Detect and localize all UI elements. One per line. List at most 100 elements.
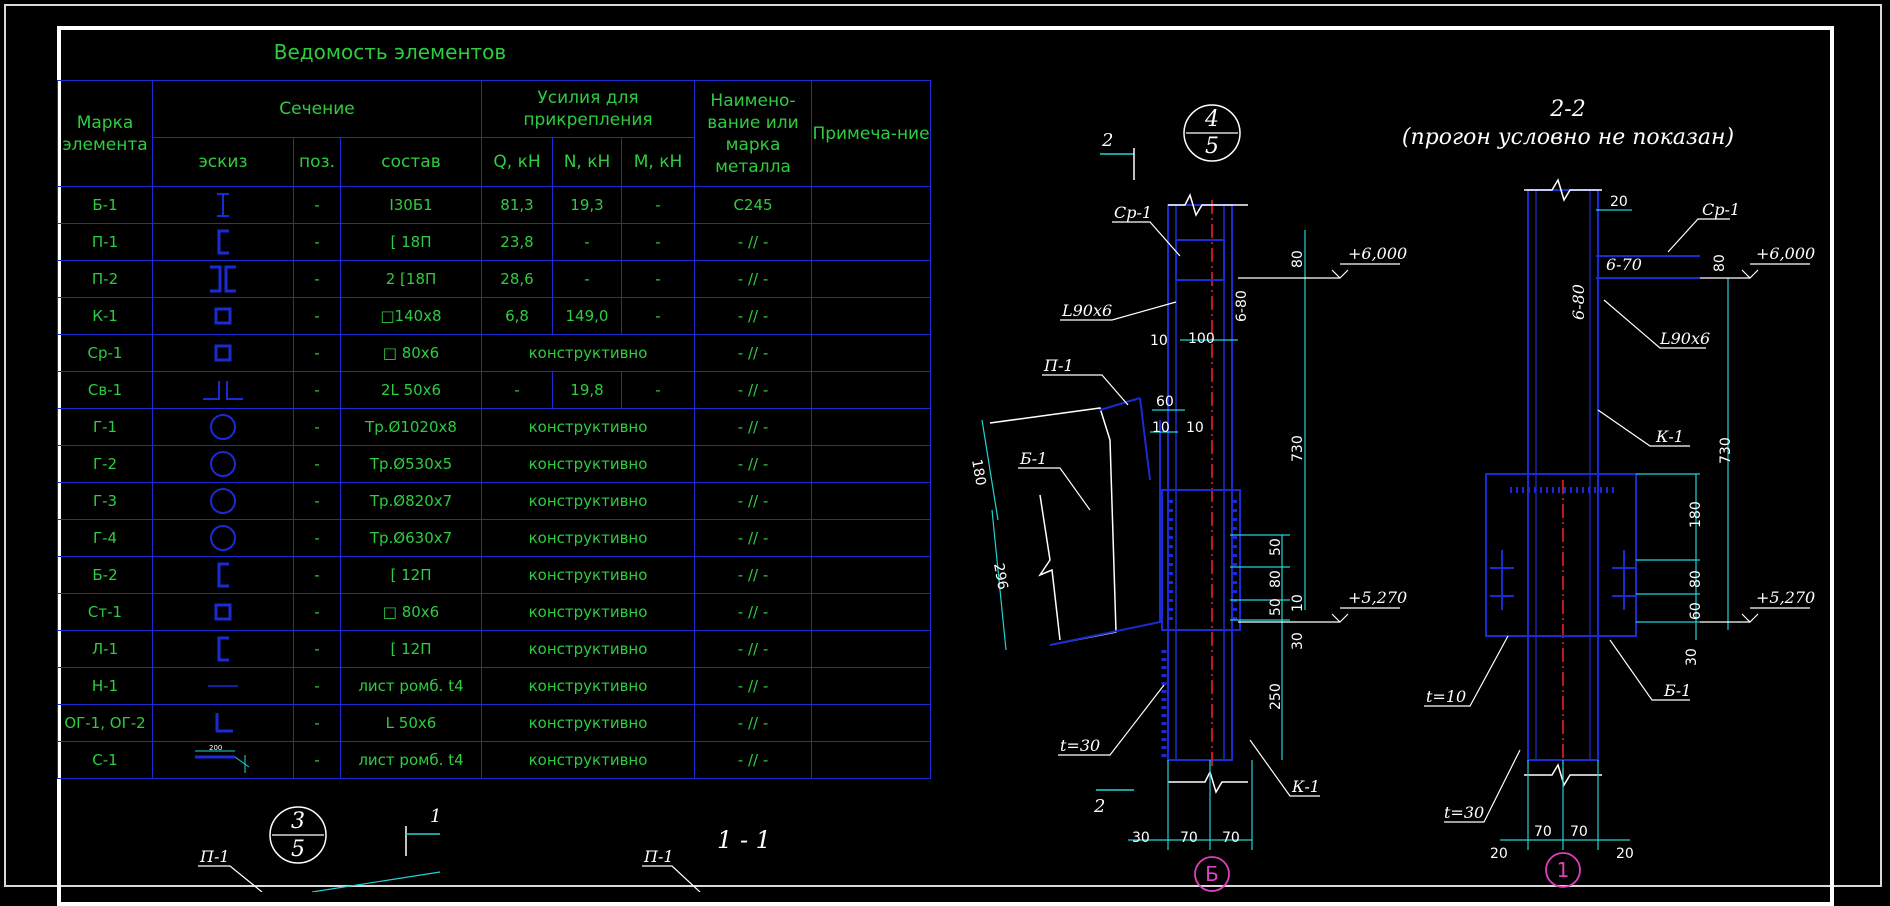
cell-m: - bbox=[621, 186, 695, 224]
cell-marka: Св-1 bbox=[57, 371, 153, 409]
cell-poz: - bbox=[293, 741, 341, 779]
axis-b-label: Б bbox=[1205, 862, 1219, 886]
cell-usiliya: конструктивно bbox=[481, 334, 695, 372]
section-2-2-title: 2-2 bbox=[1549, 97, 1585, 122]
svg-text:80: 80 bbox=[1688, 570, 1704, 588]
cell-prim bbox=[811, 667, 931, 705]
i-beam-icon bbox=[152, 186, 294, 224]
section-1-1-title: 1 - 1 bbox=[717, 826, 771, 854]
svg-text:10: 10 bbox=[1186, 420, 1204, 436]
cell-sostav: L 50х6 bbox=[340, 704, 482, 742]
label-b1-2: Б-1 bbox=[1663, 681, 1691, 700]
label-t30-2: t=30 bbox=[1444, 803, 1484, 822]
cell-usiliya: конструктивно bbox=[481, 704, 695, 742]
label-6-80-2: 6-80 bbox=[1569, 284, 1588, 320]
cell-metal: - // - bbox=[694, 334, 812, 372]
node-4-5: 4 5 2 2 bbox=[968, 104, 1407, 892]
cell-marka: П-2 bbox=[57, 260, 153, 298]
cell-marka: ОГ-1, ОГ-2 bbox=[57, 704, 153, 742]
cut-mark-1: 1 bbox=[430, 806, 441, 827]
node-marker-den: 5 bbox=[1205, 134, 1219, 159]
sheet-outer-frame bbox=[4, 4, 1882, 887]
svg-text:70: 70 bbox=[1180, 830, 1198, 846]
cell-marka: Л-1 bbox=[57, 630, 153, 668]
svg-text:20: 20 bbox=[1490, 846, 1508, 862]
cell-metal: - // - bbox=[694, 371, 812, 409]
cell-marka: С-1 bbox=[57, 741, 153, 779]
cell-prim bbox=[811, 445, 931, 483]
cell-sostav: лист ромб. t4 bbox=[340, 667, 482, 705]
cell-sostav: [ 12П bbox=[340, 556, 482, 594]
label-l90x6: L90х6 bbox=[1061, 301, 1112, 320]
cell-usiliya: конструктивно bbox=[481, 593, 695, 631]
axis-bubble-1 bbox=[1545, 852, 1581, 888]
cell-sostav: □ 80х6 bbox=[340, 334, 482, 372]
cell-marka: К-1 bbox=[57, 297, 153, 335]
level-bottom-2: +5,270 bbox=[1756, 588, 1815, 607]
cell-sostav: лист ромб. t4 bbox=[340, 741, 482, 779]
cell-marka: Н-1 bbox=[57, 667, 153, 705]
svg-text:20: 20 bbox=[1616, 846, 1634, 862]
label-6-70: 6-70 bbox=[1606, 255, 1642, 274]
svg-text:6-80: 6-80 bbox=[1234, 290, 1250, 322]
svg-text:60: 60 bbox=[1156, 394, 1174, 410]
label-p1-11: П-1 bbox=[643, 847, 674, 866]
cell-poz: - bbox=[293, 593, 341, 631]
square-tube-icon bbox=[152, 593, 294, 631]
cell-poz: - bbox=[293, 704, 341, 742]
cell-sostav: Тр.Ø820х7 bbox=[340, 482, 482, 520]
pipe-icon bbox=[152, 445, 294, 483]
cell-sostav: [ 12П bbox=[340, 630, 482, 668]
level-top-2: +6,000 bbox=[1756, 244, 1815, 263]
cell-m: - bbox=[621, 297, 695, 335]
svg-text:70: 70 bbox=[1222, 830, 1240, 846]
cell-poz: - bbox=[293, 186, 341, 224]
header-sostav: состав bbox=[340, 137, 482, 187]
svg-text:80: 80 bbox=[1290, 250, 1306, 268]
cell-poz: - bbox=[293, 297, 341, 335]
cell-poz: - bbox=[293, 519, 341, 557]
svg-text:250: 250 bbox=[1268, 683, 1284, 710]
svg-text:180: 180 bbox=[968, 458, 988, 487]
label-b1: Б-1 bbox=[1019, 449, 1047, 468]
header-marka: Марка элемента bbox=[57, 80, 153, 187]
section-1-1: 1 - 1 П-1 bbox=[642, 826, 771, 892]
svg-text:296: 296 bbox=[990, 562, 1010, 591]
svg-text:50: 50 bbox=[1268, 538, 1284, 556]
cell-sostav: 2 [18П bbox=[340, 260, 482, 298]
axis-bubble-b bbox=[1194, 856, 1230, 892]
label-l90x6-2: L90х6 bbox=[1659, 329, 1710, 348]
cell-poz: - bbox=[293, 445, 341, 483]
svg-text:70: 70 bbox=[1534, 824, 1552, 840]
svg-text:5: 5 bbox=[291, 837, 305, 862]
cell-metal: - // - bbox=[694, 556, 812, 594]
cell-usiliya: конструктивно bbox=[481, 630, 695, 668]
cell-prim bbox=[811, 260, 931, 298]
cell-marka: Г-1 bbox=[57, 408, 153, 446]
svg-text:20: 20 bbox=[1610, 194, 1628, 210]
cell-marka: Б-2 bbox=[57, 556, 153, 594]
svg-text:100: 100 bbox=[1188, 331, 1215, 347]
svg-text:180: 180 bbox=[1688, 501, 1704, 528]
cell-prim bbox=[811, 297, 931, 335]
label-p1: П-1 bbox=[1043, 356, 1074, 375]
label-t30: t=30 bbox=[1060, 736, 1100, 755]
cell-marka: Б-1 bbox=[57, 186, 153, 224]
cell-prim bbox=[811, 556, 931, 594]
section-2-2: 2-2 (прогон условно не показан) bbox=[1402, 97, 1815, 888]
label-t10: t=10 bbox=[1426, 687, 1466, 706]
cell-q: 23,8 bbox=[481, 223, 553, 261]
header-metal: Наимено-вание или марка металла bbox=[694, 80, 812, 187]
cell-poz: - bbox=[293, 556, 341, 594]
svg-text:70: 70 bbox=[1570, 824, 1588, 840]
